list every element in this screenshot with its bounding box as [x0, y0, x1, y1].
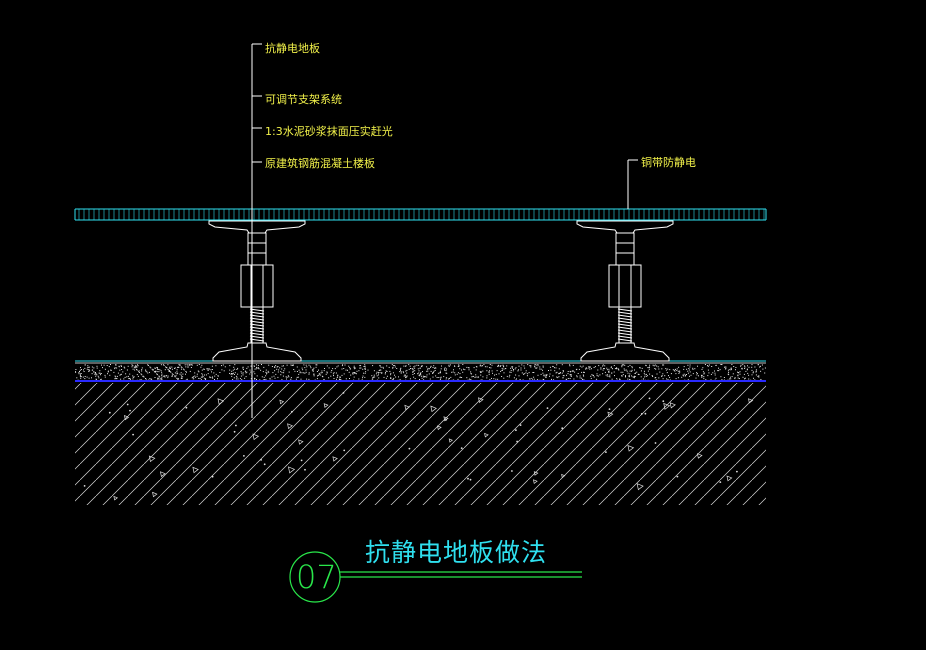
label-antistatic-floor: 抗静电地板	[265, 42, 320, 55]
title-block	[289, 551, 582, 603]
leader-lines	[251, 43, 638, 418]
label-copper-strip: 铜带防静电	[641, 156, 696, 169]
pedestal	[208, 220, 306, 362]
adjustable-pedestals	[208, 220, 674, 362]
mortar-layer	[75, 360, 766, 382]
antistatic-floor-panel	[74, 208, 767, 221]
label-adjustable-support: 可调节支架系统	[265, 93, 342, 106]
pedestal	[576, 220, 674, 362]
label-concrete-slab: 原建筑钢筋混凝土楼板	[265, 157, 375, 170]
concrete-aggregate	[83, 392, 754, 501]
mortar-speckle	[75, 364, 766, 381]
drawing-number: 07	[296, 558, 337, 596]
concrete-slab	[75, 383, 766, 505]
panel-ticks	[78, 209, 765, 220]
label-cement-mortar: 1:3水泥砂浆抹面压实赶光	[265, 125, 393, 138]
drawing-title: 抗静电地板做法	[365, 538, 548, 567]
